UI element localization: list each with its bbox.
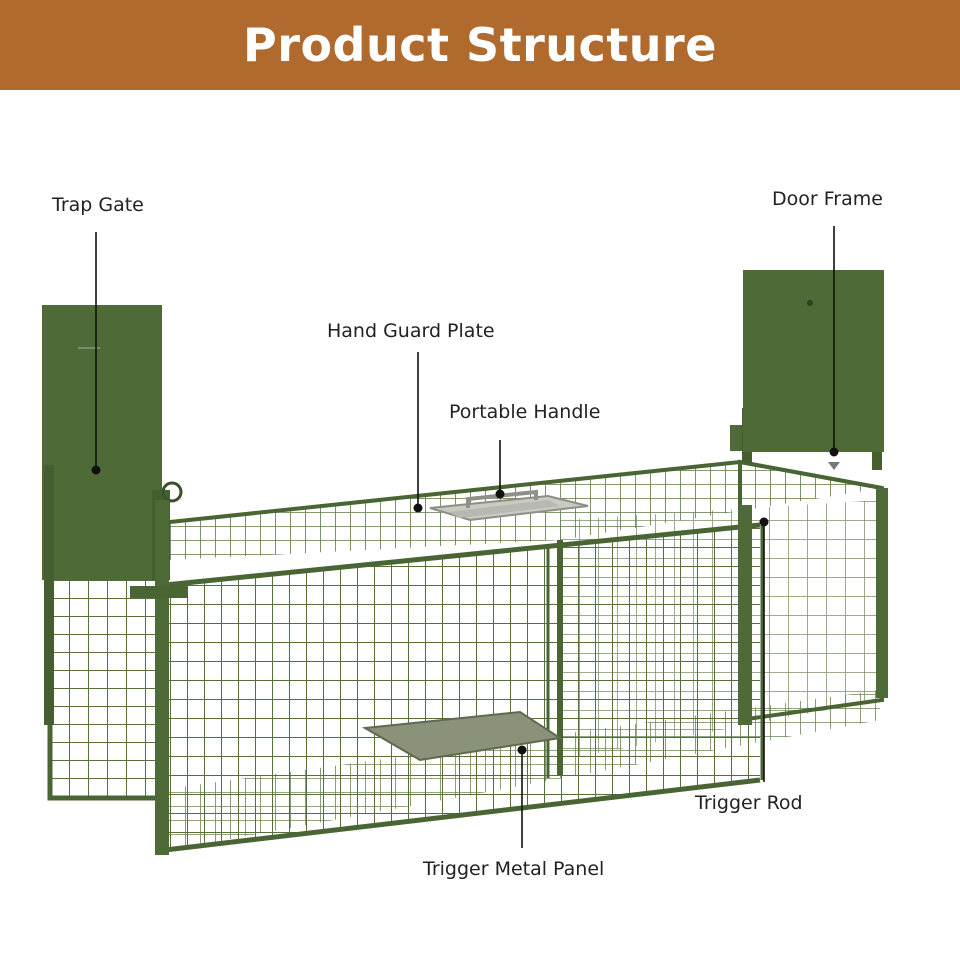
trigger-metal-panel [361,710,563,762]
hand-guard-plate [429,494,589,522]
callout-trigger-metal-panel: Trigger Metal Panel [423,858,605,880]
page-title: Product Structure [243,18,717,72]
callout-trap-gate: Trap Gate [52,194,144,216]
header-banner: Product Structure [0,0,960,90]
front-mesh [164,522,761,853]
callout-hand-guard-plate: Hand Guard Plate [327,320,495,342]
callout-door-frame: Door Frame [772,188,883,210]
right-trap-door [743,270,884,452]
callout-trigger-rod: Trigger Rod [695,792,803,814]
callout-leaders [91,226,839,848]
right-end-frame [738,459,888,725]
left-end-mesh [47,575,165,801]
callout-portable-handle: Portable Handle [449,401,601,423]
front-corner-post [130,500,188,855]
